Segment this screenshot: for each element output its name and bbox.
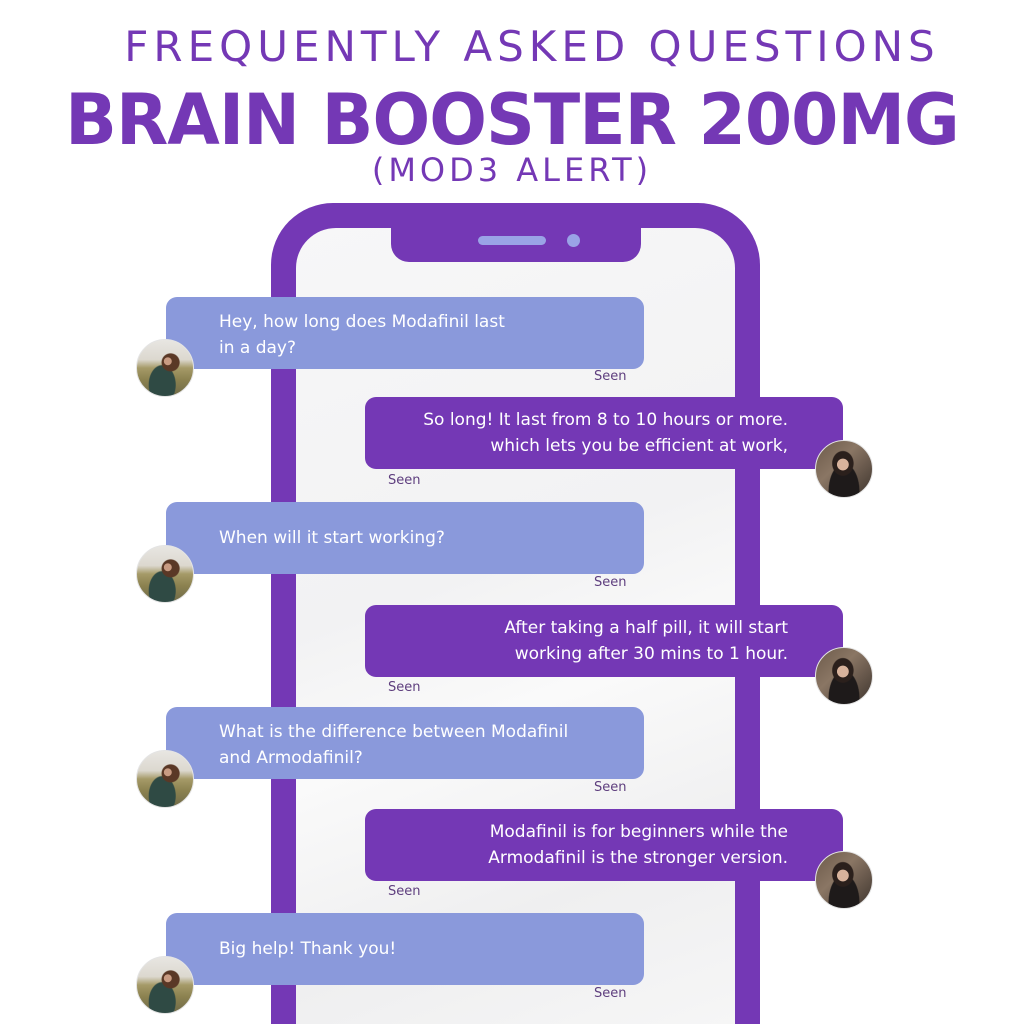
agent-avatar <box>815 647 873 705</box>
message-line: and Armodafinil? <box>219 748 363 768</box>
message-line: When will it start working? <box>219 528 445 548</box>
chat-bubble-outgoing: So long! It last from 8 to 10 hours or m… <box>365 397 843 469</box>
message-line: which lets you be efficient at work, <box>490 436 788 456</box>
chat-bubble-incoming: What is the difference between Modafinil… <box>166 707 644 779</box>
product-title: BRAIN BOOSTER 200MG <box>65 79 960 161</box>
customer-avatar <box>136 339 194 397</box>
customer-avatar <box>136 956 194 1014</box>
message-line: After taking a half pill, it will start <box>504 618 788 638</box>
camera-icon <box>567 234 580 247</box>
customer-avatar <box>136 545 194 603</box>
chat-bubble-incoming: When will it start working? <box>166 502 644 574</box>
seen-status: Seen <box>594 986 627 1001</box>
message-line: Big help! Thank you! <box>219 939 397 959</box>
message-line: Hey, how long does Modafinil last <box>219 312 505 332</box>
message-line: working after 30 mins to 1 hour. <box>514 644 788 664</box>
chat-bubble-incoming: Hey, how long does Modafinil last in a d… <box>166 297 644 369</box>
faq-heading: FREQUENTLY ASKED QUESTIONS <box>124 22 940 71</box>
seen-status: Seen <box>388 680 421 695</box>
chat-bubble-outgoing: Modafinil is for beginners while the Arm… <box>365 809 843 881</box>
seen-status: Seen <box>388 884 421 899</box>
customer-avatar <box>136 750 194 808</box>
speaker-icon <box>478 236 546 245</box>
agent-avatar <box>815 440 873 498</box>
message-line: in a day? <box>219 338 297 358</box>
seen-status: Seen <box>594 369 627 384</box>
seen-status: Seen <box>594 780 627 795</box>
message-line: So long! It last from 8 to 10 hours or m… <box>423 410 788 430</box>
seen-status: Seen <box>388 473 421 488</box>
seen-status: Seen <box>594 575 627 590</box>
agent-avatar <box>815 851 873 909</box>
product-subtitle: (MOD3 ALERT) <box>371 151 653 189</box>
chat-bubble-incoming: Big help! Thank you! <box>166 913 644 985</box>
message-line: Modafinil is for beginners while the <box>489 822 788 842</box>
message-line: What is the difference between Modafinil <box>219 722 569 742</box>
message-line: Armodafinil is the stronger version. <box>488 848 788 868</box>
chat-bubble-outgoing: After taking a half pill, it will start … <box>365 605 843 677</box>
